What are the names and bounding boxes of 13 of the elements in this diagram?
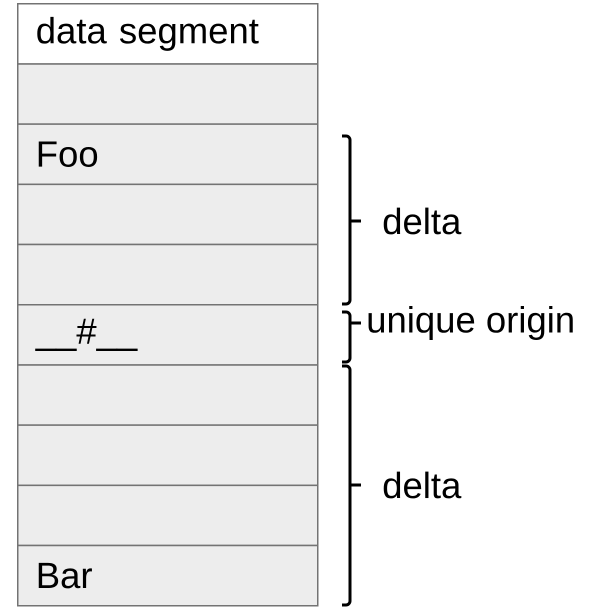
empty-memory-cell [17,244,318,306]
memory-cell: Foo [17,123,318,186]
bracket-label: delta [384,208,462,234]
bracket-label: delta [384,472,462,498]
bracket-label: unique origin [368,306,573,340]
memory-cell: __#__ [17,304,318,366]
memory-cell: Bar [17,544,318,606]
empty-memory-cell [17,63,318,125]
empty-memory-cell [17,484,318,546]
empty-memory-cell [17,364,318,426]
empty-memory-cell [17,424,318,486]
empty-memory-cell [17,184,318,246]
memory-cell: data segment [17,3,318,65]
